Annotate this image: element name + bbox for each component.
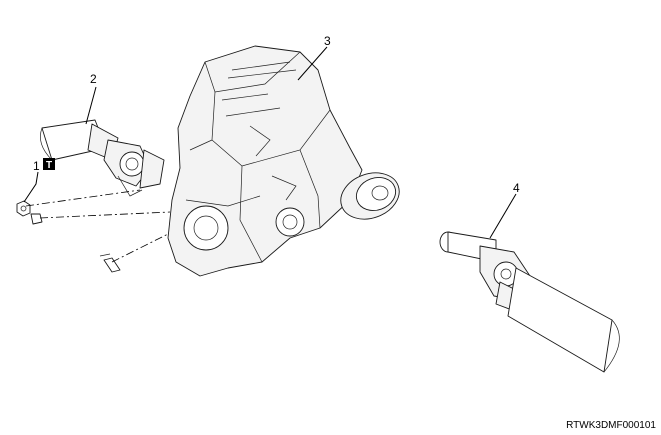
alignment-lines (25, 189, 173, 263)
callout-4: 4 (513, 181, 520, 195)
transfer-case (167, 45, 400, 277)
bolt-nut-set (16, 200, 121, 273)
torque-symbol-label: T (46, 160, 52, 171)
callout-3: 3 (324, 34, 331, 48)
leader-lines (23, 46, 517, 239)
rear-propeller-shaft (439, 231, 620, 373)
figure-code: RTWK3DMF000101 (566, 420, 656, 431)
torque-symbol-icon: T (43, 158, 55, 171)
callout-2: 2 (90, 72, 97, 86)
front-propeller-shaft (40, 119, 165, 197)
callout-1: 1 (33, 159, 40, 173)
